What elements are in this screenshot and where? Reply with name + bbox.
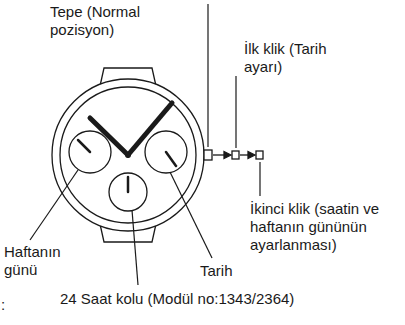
day-hand xyxy=(78,140,90,152)
date-subdial xyxy=(145,131,187,173)
leader-line xyxy=(170,172,212,258)
hand-pivot xyxy=(125,152,131,158)
arrow-head xyxy=(224,152,231,159)
crown-normal-label: Tepe (Normal pozisyon) xyxy=(50,3,200,39)
leader-line xyxy=(207,4,208,147)
day-of-week-label: Haftanın günü xyxy=(4,243,74,279)
24h-subdial xyxy=(109,173,147,211)
colon-mark: : xyxy=(1,296,11,314)
date-hand xyxy=(166,152,176,166)
24h-hand-label: 24 Saat kolu (Modül no:1343/2364) xyxy=(60,290,360,308)
crown xyxy=(204,150,212,160)
day-subdial xyxy=(69,131,111,173)
watch-dial xyxy=(60,87,196,223)
leader-line xyxy=(235,76,236,148)
crown-first-click xyxy=(232,151,239,159)
first-click-label: İlk klik (Tarih ayarı) xyxy=(244,40,354,76)
hour-hand xyxy=(90,118,128,155)
watch-case xyxy=(52,79,204,231)
24h-hand xyxy=(127,177,130,192)
arrow-head xyxy=(248,152,255,159)
crown-second-click xyxy=(256,151,263,159)
leader-line xyxy=(132,210,138,285)
minute-hand xyxy=(128,103,172,155)
leader-line xyxy=(259,162,260,196)
second-click-label: İkinci klik (saatin ve haftanın gününün … xyxy=(250,200,400,254)
leader-line xyxy=(30,170,78,240)
date-label: Tarih xyxy=(200,262,280,280)
